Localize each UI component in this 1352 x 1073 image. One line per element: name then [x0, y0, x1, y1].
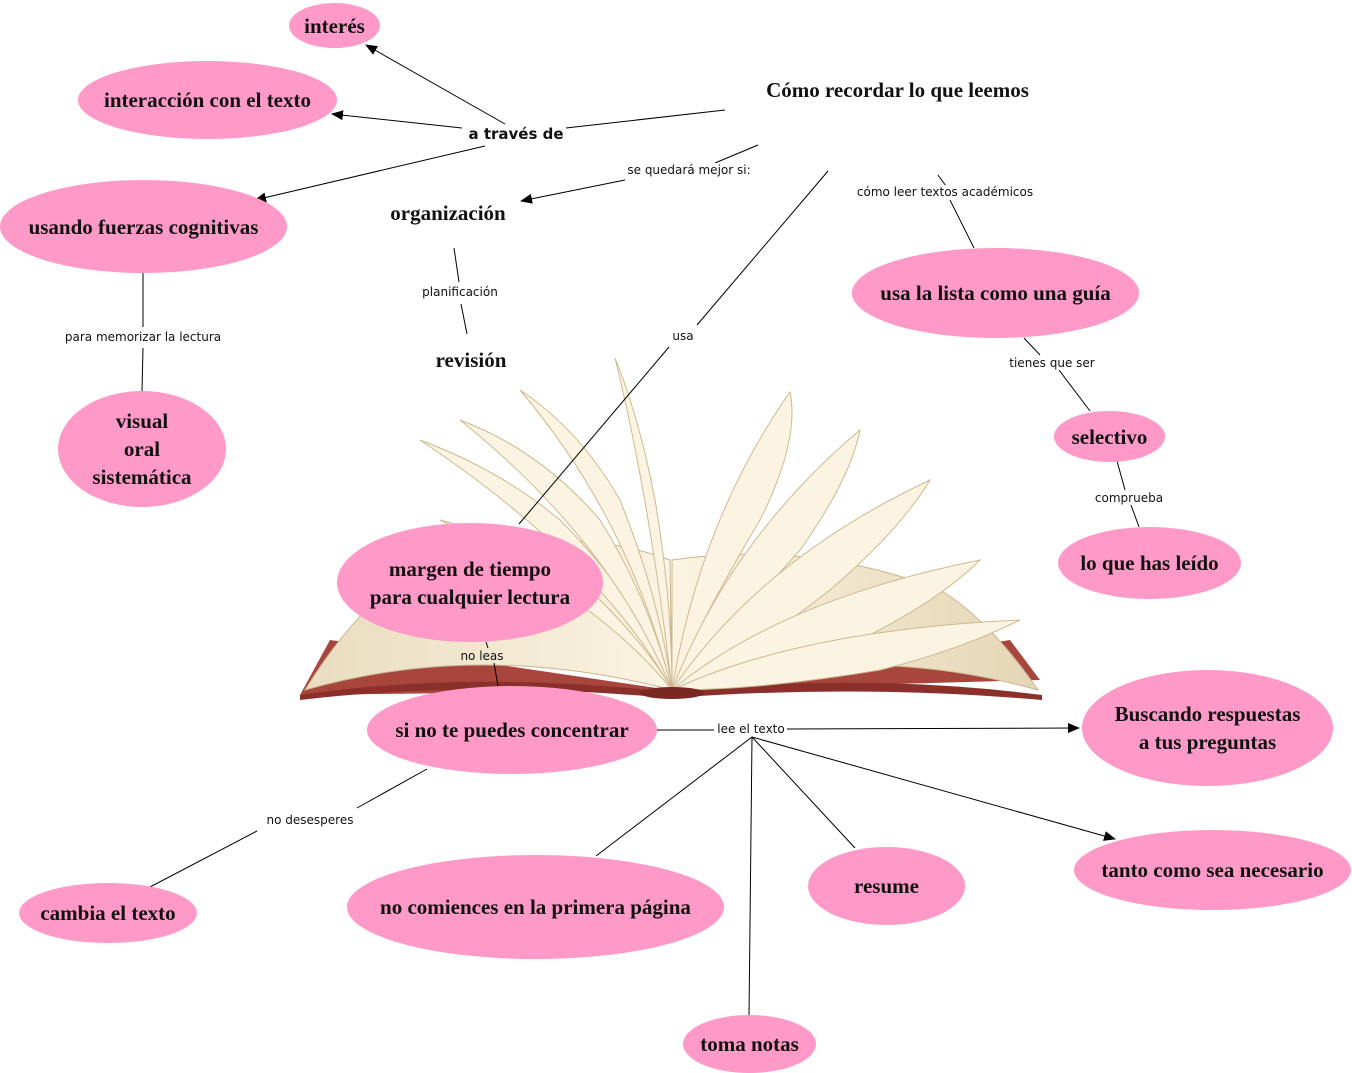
- arrow-to-organizacion: [520, 179, 626, 204]
- line-margen-noleas: [485, 641, 489, 649]
- line-selectivo-comprueba: [1116, 460, 1126, 491]
- line-title-comoleer: [937, 174, 947, 187]
- arrow-to-interes: [365, 44, 506, 125]
- line-memorizar-visual: [141, 347, 144, 392]
- line-title-traves: [565, 109, 726, 129]
- line-lee-notas: [748, 736, 753, 1018]
- link-tienes-que-ser: tienes que ser: [1007, 356, 1097, 370]
- node-margen-line-2: para cualquier lectura: [369, 584, 571, 609]
- node-buscando: Buscando respuestas a tus preguntas: [1082, 670, 1333, 786]
- node-notas: toma notas: [683, 1015, 816, 1073]
- node-interaccion: interacción con el texto: [78, 61, 337, 139]
- link-comprueba: comprueba: [1092, 491, 1166, 505]
- node-lista: usa la lista como una guía: [852, 248, 1139, 338]
- line-comoleer-lista: [949, 199, 975, 249]
- link-no-desesperes: no desesperes: [264, 813, 356, 827]
- open-book-icon: [300, 357, 1042, 700]
- node-buscando-line-2: a tus preguntas: [1138, 730, 1277, 754]
- node-resume: resume: [808, 847, 965, 925]
- node-selectivo: selectivo: [1054, 411, 1165, 462]
- node-visual-line-2: oral: [123, 437, 161, 461]
- node-margen: margen de tiempo para cualquier lectura: [337, 523, 603, 642]
- line-comprueba-leido: [1130, 504, 1140, 528]
- line-concentrar-desesperes: [356, 768, 428, 809]
- connector-lines: [141, 44, 1140, 1018]
- link-como-leer: cómo leer textos académicos: [854, 185, 1036, 199]
- line-org-plan: [453, 247, 460, 283]
- line-lee-comiences: [595, 736, 753, 857]
- line-lista-tienes: [1023, 337, 1041, 356]
- line-noleas-concentrar: [493, 662, 499, 687]
- line-title-usa: [696, 170, 829, 326]
- line-title-sequedara: [714, 144, 759, 164]
- node-fuerzas: usando fuerzas cognitivas: [0, 180, 287, 273]
- line-plan-rev: [460, 303, 468, 335]
- line-lee-resume: [751, 736, 856, 849]
- node-concentrar: si no te puedes concentrar: [367, 686, 657, 774]
- link-lee-el-texto: lee el texto: [715, 722, 787, 736]
- line-tienes-selectivo: [1058, 369, 1091, 412]
- line-desesperes-cambia: [149, 830, 258, 888]
- node-tanto: tanto como sea necesario: [1074, 830, 1351, 910]
- arrow-to-fuerzas: [254, 145, 486, 203]
- line-usa-margen: [518, 346, 670, 525]
- node-visual-line-3: sistemática: [92, 465, 192, 489]
- link-no-leas: no leas: [460, 649, 504, 663]
- link-usa: usa: [670, 329, 696, 343]
- arrow-to-buscando: [786, 723, 1080, 734]
- arrow-to-interaccion: [331, 110, 463, 129]
- node-visual-line-1: visual: [115, 409, 169, 433]
- node-visual-oral-sistematica: visual oral sistemática: [58, 391, 226, 507]
- arrow-to-tanto: [751, 736, 1116, 841]
- node-organizacion: organización: [390, 201, 506, 225]
- link-memorizar: para memorizar la lectura: [62, 330, 224, 344]
- node-buscando-line-1: Buscando respuestas: [1114, 702, 1301, 726]
- node-margen-line-1: margen de tiempo: [388, 556, 552, 581]
- link-planificacion: planificación: [420, 285, 500, 299]
- node-leido: lo que has leído: [1058, 527, 1241, 599]
- link-se-quedara: se quedará mejor si:: [625, 163, 753, 177]
- node-revision: revisión: [435, 348, 507, 372]
- node-comiences: no comiences en la primera página: [347, 855, 724, 959]
- link-a-traves-de: a través de: [466, 125, 566, 143]
- node-interes: interés: [289, 3, 380, 48]
- node-title: Cómo recordar lo que leemos: [766, 78, 1029, 102]
- node-cambia: cambia el texto: [19, 883, 197, 943]
